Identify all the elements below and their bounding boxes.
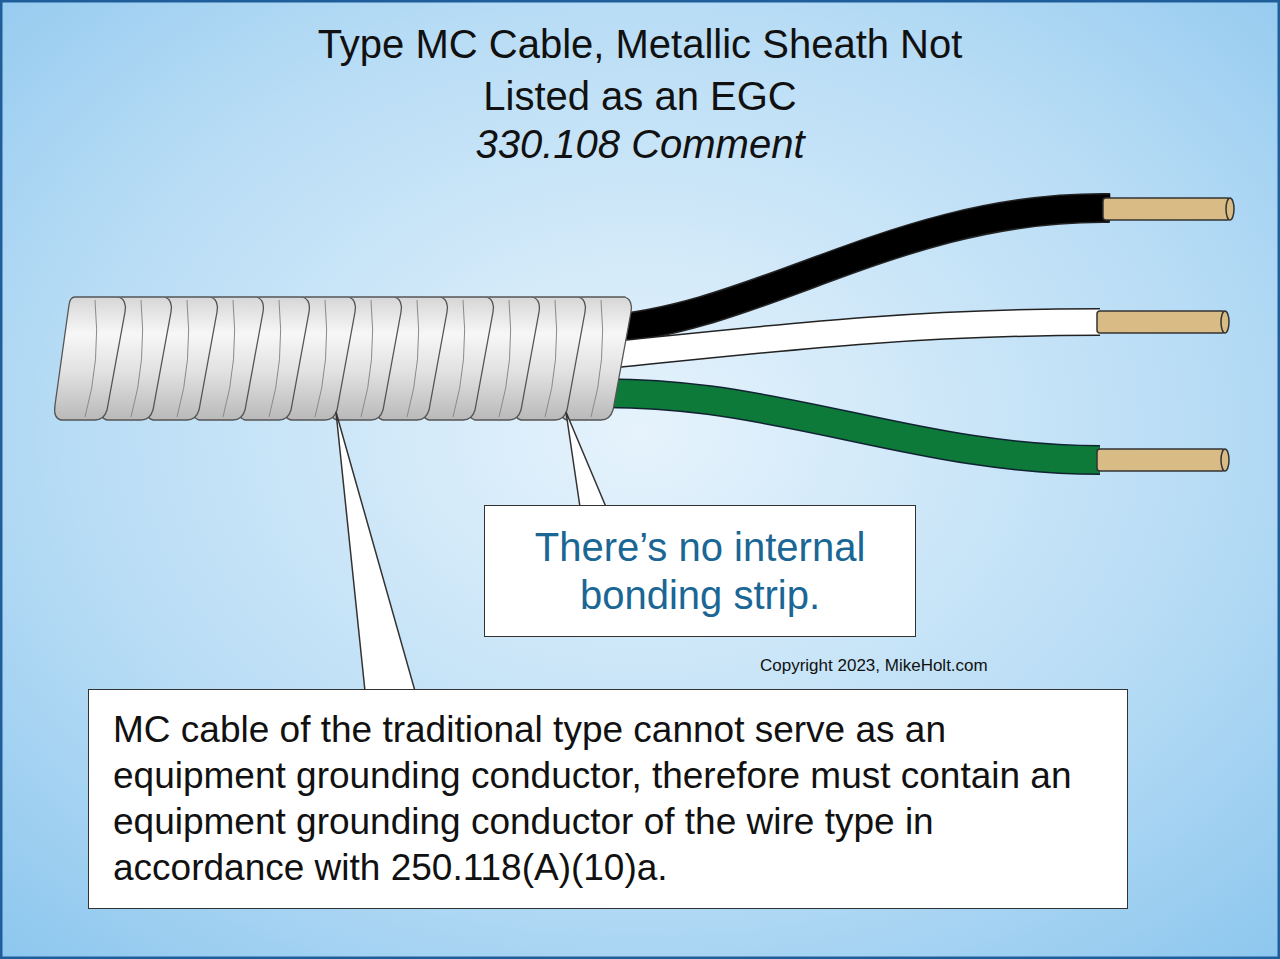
armor-ridge [55, 297, 126, 420]
copyright-note: Copyright 2023, MikeHolt.com [760, 656, 1090, 676]
green-conductor-fill [555, 393, 1100, 460]
armor-groove [315, 300, 327, 417]
armor-groove [591, 300, 603, 417]
armor-groove [545, 300, 557, 417]
armor-groove [223, 300, 235, 417]
callout-pointer [566, 412, 606, 507]
title: Type MC Cable, Metallic Sheath Not Liste… [0, 18, 1280, 122]
armor-groove [453, 300, 465, 417]
armor-groove [85, 300, 97, 417]
armor-groove [499, 300, 511, 417]
callout-text: MC cable of the traditional type cannot … [113, 707, 1103, 891]
armor-groove [131, 300, 143, 417]
green-conductor [555, 393, 1100, 460]
copper-ends [1097, 198, 1234, 471]
metallic-armor [55, 297, 632, 420]
armor-groove [269, 300, 281, 417]
callout-text: There’s no internal bonding strip. [501, 523, 899, 619]
callout-pointer [336, 412, 415, 691]
callout-box: MC cable of the traditional type cannot … [88, 689, 1128, 909]
white-conductor [580, 322, 1100, 358]
callout-box: There’s no internal bonding strip. [484, 505, 916, 637]
subtitle: 330.108 Comment [0, 122, 1280, 167]
armor-groove [407, 300, 419, 417]
white-conductor-fill [580, 322, 1100, 358]
armor-groove [177, 300, 189, 417]
armor-groove [361, 300, 373, 417]
